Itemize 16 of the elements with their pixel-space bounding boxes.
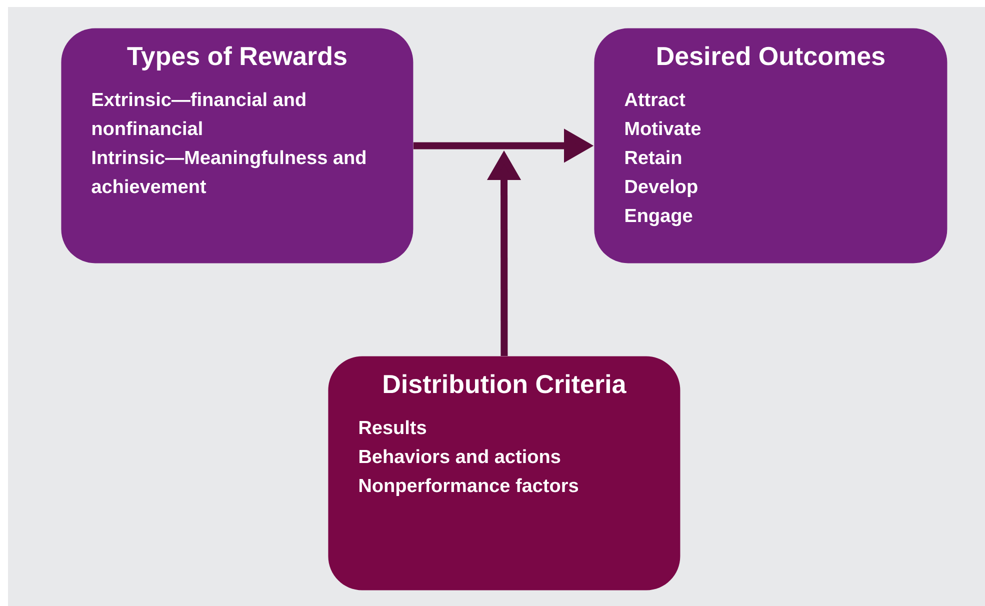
box-heading: Desired Outcomes [658,46,884,66]
list-item: Nonperformance factors [359,478,578,496]
list-item: Behaviors and actions [359,449,560,464]
list-item: Develop [625,179,698,197]
list-item: Engage [625,208,692,226]
list-item: Retain [625,150,682,164]
list-item: Intrinsic—Meaningfulness and achievement [92,150,366,194]
list-item: Motivate [625,121,701,136]
rounded-box [594,28,948,264]
list-item: Results [359,420,426,434]
rounded-box [61,28,414,264]
rounded-box [328,356,680,590]
box-heading: Distribution Criteria [384,374,626,394]
list-item: Extrinsic—financial and nonfinancial [92,92,306,136]
box-heading: Types of Rewards [127,46,346,70]
list-item: Attract [624,92,686,106]
